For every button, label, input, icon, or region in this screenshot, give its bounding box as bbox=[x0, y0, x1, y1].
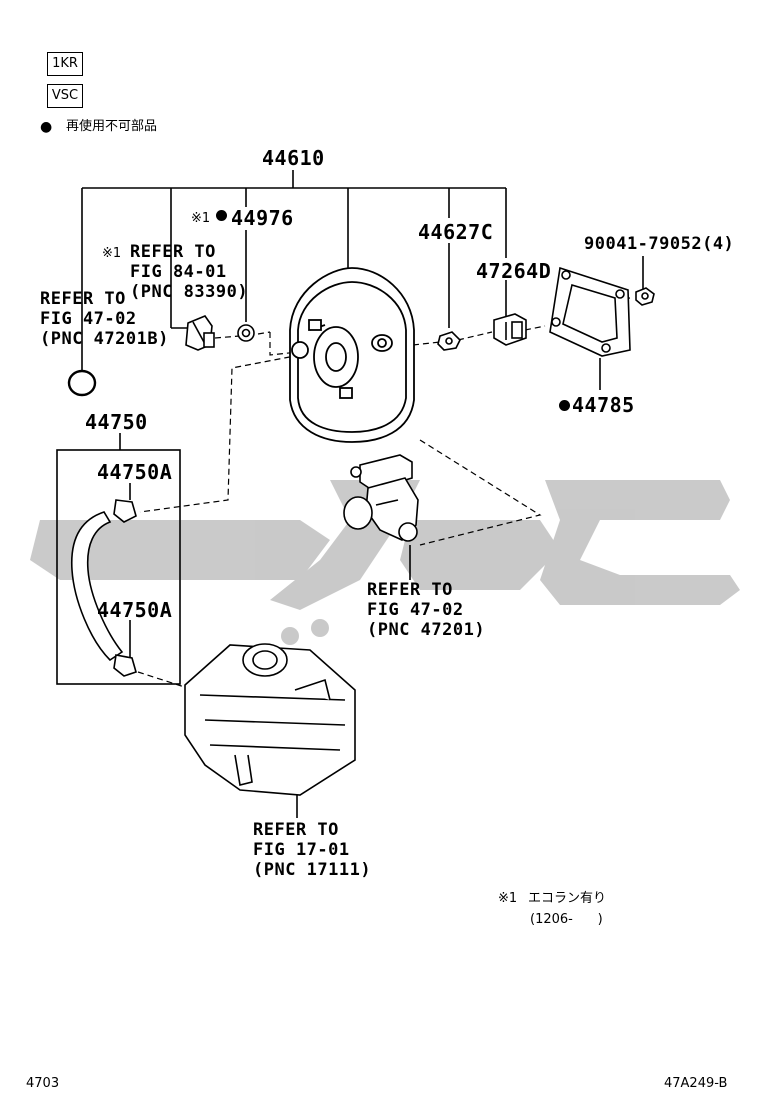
ref47b-line3: (PNC 47201B) bbox=[40, 329, 169, 349]
ref47b-line2[interactable]: FIG 47-02 bbox=[40, 309, 137, 329]
ref47-line1: REFER TO bbox=[367, 580, 453, 600]
check-valve-44976 bbox=[237, 324, 255, 342]
unreusable-dot-icon bbox=[216, 208, 227, 224]
master-cylinder bbox=[343, 454, 419, 542]
legend-text: 再使用不可部品 bbox=[66, 119, 158, 134]
ref17-line1: REFER TO bbox=[253, 820, 339, 840]
footer-page-number: 4703 bbox=[26, 1076, 60, 1091]
clevis-47264d bbox=[493, 313, 527, 346]
o-ring bbox=[67, 369, 97, 397]
part-44750a-bottom[interactable]: 44750A bbox=[97, 598, 173, 622]
vacuum-hose bbox=[70, 499, 137, 677]
part-44627c[interactable]: 44627C bbox=[418, 220, 494, 244]
ref47-line2[interactable]: FIG 47-02 bbox=[367, 600, 464, 620]
nut-44627c bbox=[437, 331, 461, 351]
ref17-line2[interactable]: FIG 17-01 bbox=[253, 840, 350, 860]
ref47-line3: (PNC 47201) bbox=[367, 620, 486, 640]
intake-manifold bbox=[184, 643, 356, 796]
brake-booster bbox=[289, 267, 415, 443]
legend-marker: ● bbox=[40, 119, 53, 135]
gasket-44785 bbox=[549, 266, 631, 357]
ref17-line3: (PNC 17111) bbox=[253, 860, 372, 880]
part-47264d[interactable]: 47264D bbox=[476, 259, 552, 283]
badge-1kr: 1KR bbox=[47, 52, 83, 76]
footnote-text: エコラン有り bbox=[528, 891, 607, 906]
part-90041[interactable]: 90041-79052(4) bbox=[584, 234, 735, 254]
part-44750[interactable]: 44750 bbox=[85, 410, 148, 434]
part-44750a-top[interactable]: 44750A bbox=[97, 460, 173, 484]
vacuum-sensor bbox=[185, 315, 215, 351]
footnote-range: (1206- ) bbox=[530, 912, 603, 927]
ref84-line3: (PNC 83390) bbox=[130, 282, 249, 302]
ref84-line1: REFER TO bbox=[130, 242, 216, 262]
part-44785[interactable]: 44785 bbox=[572, 393, 635, 417]
ref84-line2[interactable]: FIG 84-01 bbox=[130, 262, 227, 282]
note-mark-ref84: ※1 bbox=[102, 246, 122, 261]
unreusable-dot-icon bbox=[559, 398, 570, 414]
badge-vsc: VSC bbox=[47, 84, 83, 108]
part-44976[interactable]: 44976 bbox=[231, 206, 294, 230]
note-mark-44976: ※1 bbox=[191, 211, 211, 226]
nut-90041 bbox=[635, 287, 655, 306]
footnote-mark: ※1 bbox=[498, 891, 518, 906]
part-44610[interactable]: 44610 bbox=[262, 146, 325, 170]
footer-figure-id: 47A249-B bbox=[664, 1076, 728, 1091]
ref47b-line1: REFER TO bbox=[40, 289, 126, 309]
